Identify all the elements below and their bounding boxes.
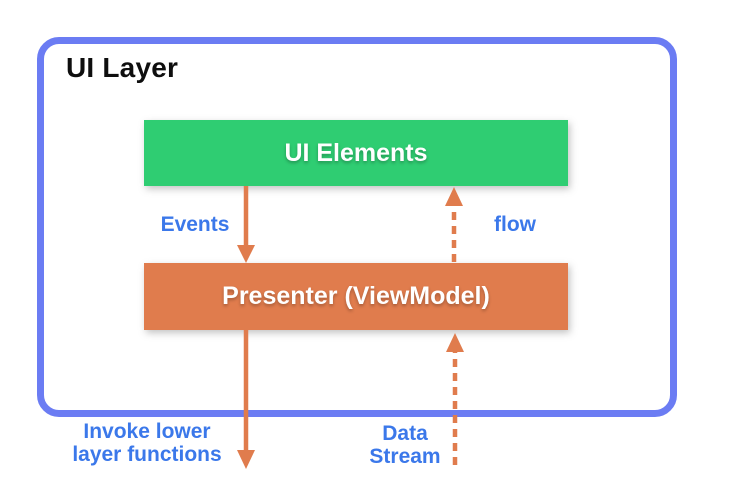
ui-layer-title: UI Layer [66,52,179,83]
invoke-lower-layer-label: Invoke lower layer functions [72,420,222,466]
events-label: Events [160,213,230,236]
presenter-label: Presenter (ViewModel) [222,282,490,310]
presenter-box: Presenter (ViewModel) [144,263,568,330]
ui-layer-container [37,37,677,417]
invoke-arrow-head [237,450,255,469]
ui-elements-label: UI Elements [284,138,428,167]
flow-label: flow [494,213,536,236]
ui-elements-box: UI Elements [144,120,568,186]
data-stream-label: Data Stream [369,422,441,468]
